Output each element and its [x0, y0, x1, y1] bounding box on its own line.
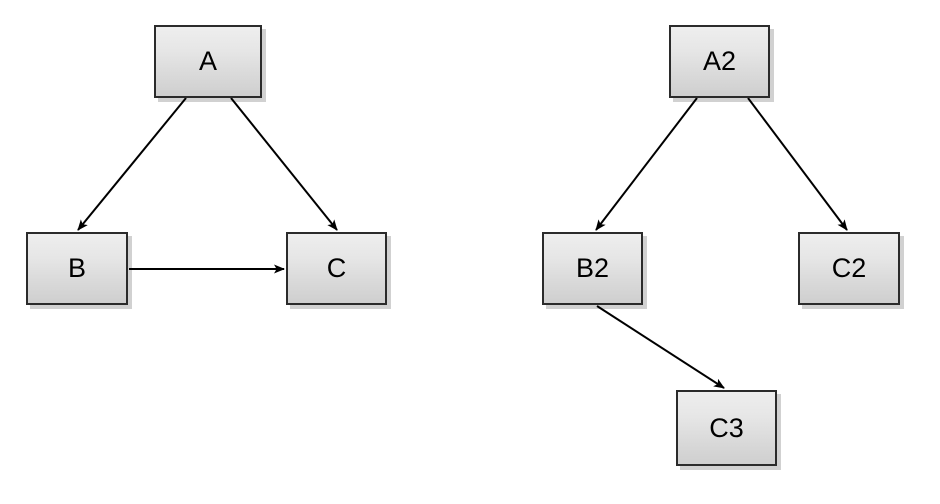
node-c3[interactable]: C3: [676, 390, 777, 466]
node-label: C3: [709, 412, 744, 443]
node-label: B: [67, 253, 86, 283]
edge-a2-c2: [747, 97, 848, 231]
node-a[interactable]: A: [154, 25, 262, 98]
edge-a-b: [77, 97, 187, 231]
node-b[interactable]: B: [26, 232, 128, 305]
node-label: B2: [575, 253, 610, 283]
node-label: C2: [831, 253, 867, 283]
edge-a-c: [230, 97, 338, 231]
node-label: C: [326, 253, 347, 283]
node-c[interactable]: C: [286, 232, 387, 305]
edge-b2-c3: [596, 305, 725, 389]
node-c2[interactable]: C2: [798, 232, 900, 305]
node-a2[interactable]: A2: [669, 25, 770, 98]
edge-a2-b2: [595, 97, 698, 231]
node-label: A2: [702, 46, 737, 76]
node-label: A: [198, 46, 217, 76]
node-b2[interactable]: B2: [542, 232, 643, 305]
edge-group: [77, 97, 848, 389]
